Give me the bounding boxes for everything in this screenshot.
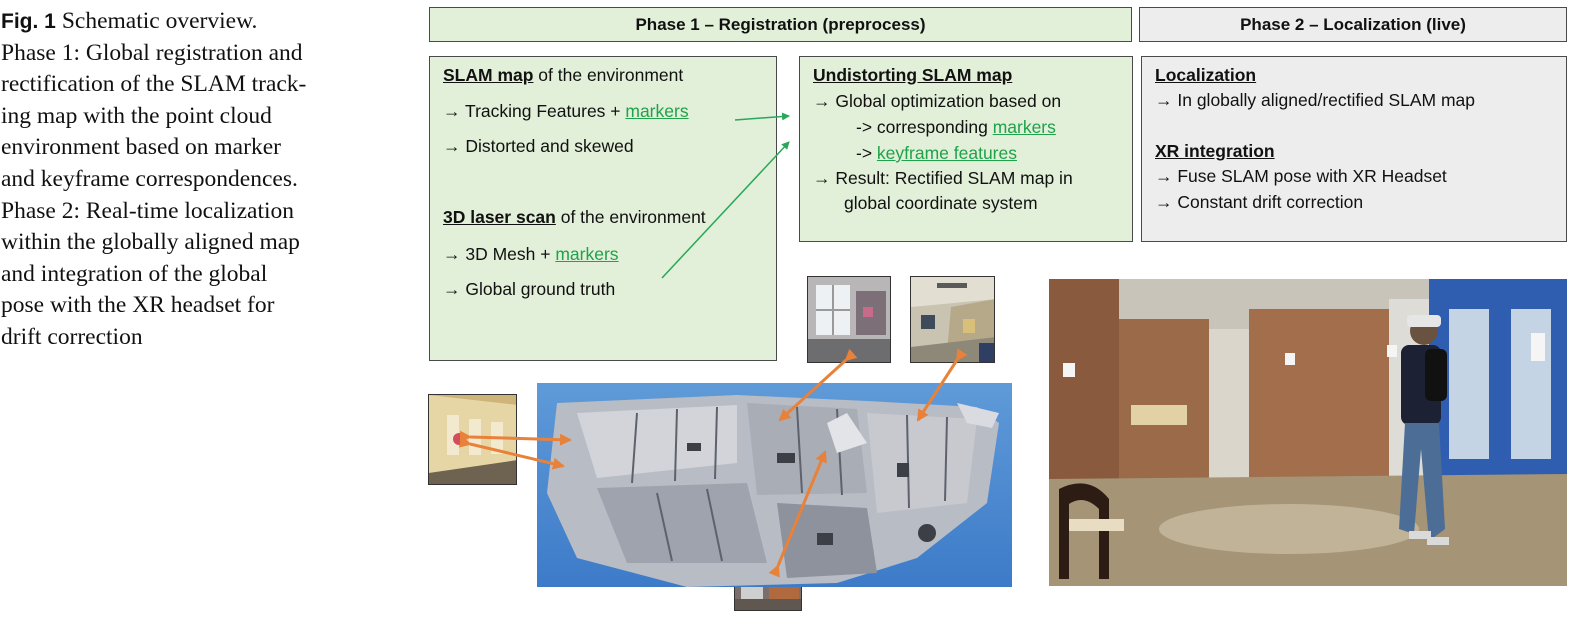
distorted-item: → Distorted and skewed bbox=[443, 136, 634, 156]
keyframe-features-link[interactable]: keyframe features bbox=[876, 143, 1017, 163]
slam-map-heading: SLAM map of the environment bbox=[443, 65, 684, 85]
caption-line: ing map with the point cloud bbox=[1, 102, 272, 129]
keyframe-photo-window-image bbox=[808, 277, 890, 362]
caption-line: pose with the XR headset for bbox=[1, 292, 275, 319]
phase2-title: Phase 2 – Localization (live) bbox=[1240, 14, 1466, 34]
person-with-headset bbox=[1399, 315, 1449, 545]
keyframe-photo-corridor bbox=[910, 276, 995, 363]
caption-line: Phase 2: Real-time localization bbox=[1, 197, 295, 224]
mesh-markers-item: → 3D Mesh + markers bbox=[443, 244, 619, 264]
tracking-features-item: → Tracking Features + markers bbox=[443, 101, 689, 121]
keyframe-photo-hallway-wall-image bbox=[429, 395, 516, 484]
xr-integration-heading: XR integration bbox=[1155, 141, 1275, 161]
caption-line: within the globally aligned map bbox=[1, 229, 300, 256]
xr-localization-photo bbox=[1049, 279, 1567, 586]
caption-line: and integration of the global bbox=[1, 260, 268, 287]
phase1-title: Phase 1 – Registration (preprocess) bbox=[635, 14, 926, 34]
ground-truth-item: → Global ground truth bbox=[443, 279, 616, 299]
aligned-map-line: → In globally aligned/rectified SLAM map bbox=[1155, 90, 1476, 110]
markers-link[interactable]: markers bbox=[555, 244, 619, 264]
undistorting-box: Undistorting SLAM map → Global optimizat… bbox=[799, 56, 1133, 242]
global-optimization-line: → Global optimization based on bbox=[813, 91, 1062, 111]
phase1-header: Phase 1 – Registration (preprocess) bbox=[429, 7, 1132, 42]
caption-line: rectification of the SLAM track- bbox=[1, 71, 307, 98]
keyframe-features-line: -> keyframe features bbox=[856, 143, 1017, 163]
keyframe-photo-window bbox=[807, 276, 891, 363]
fuse-pose-line: → Fuse SLAM pose with XR Headset bbox=[1155, 166, 1447, 186]
markers-link[interactable]: markers bbox=[625, 101, 689, 121]
localization-heading: Localization bbox=[1155, 65, 1257, 85]
slam-map-box: SLAM map of the environment → Tracking F… bbox=[429, 56, 777, 361]
laser-scan-heading: 3D laser scan of the environment bbox=[443, 207, 706, 227]
keyframe-photo-hallway-wall bbox=[428, 394, 517, 485]
xr-localization-photo-image bbox=[1049, 279, 1567, 586]
figure-label: Fig. 1 bbox=[1, 10, 56, 33]
corresponding-markers-line: -> corresponding markers bbox=[856, 117, 1056, 137]
caption-line: drift correction bbox=[1, 323, 143, 350]
global-coords-line: global coordinate system bbox=[844, 193, 1038, 213]
phase2-header: Phase 2 – Localization (live) bbox=[1139, 7, 1567, 42]
caption-line: environment based on marker bbox=[1, 134, 281, 161]
markers-link[interactable]: markers bbox=[992, 117, 1056, 137]
undistorting-heading: Undistorting SLAM map bbox=[813, 65, 1013, 85]
drift-correction-line: → Constant drift correction bbox=[1155, 192, 1364, 212]
localization-box: Localization → In globally aligned/recti… bbox=[1141, 56, 1567, 242]
laser-scan-mesh bbox=[537, 383, 1012, 587]
keyframe-photo-corridor-image bbox=[911, 277, 994, 362]
caption-line: and keyframe correspondences. bbox=[1, 165, 298, 192]
result-line: → Result: Rectified SLAM map in bbox=[813, 168, 1073, 188]
caption-line: Phase 1: Global registration and bbox=[1, 39, 303, 66]
laser-scan-mesh-image bbox=[537, 383, 1012, 587]
